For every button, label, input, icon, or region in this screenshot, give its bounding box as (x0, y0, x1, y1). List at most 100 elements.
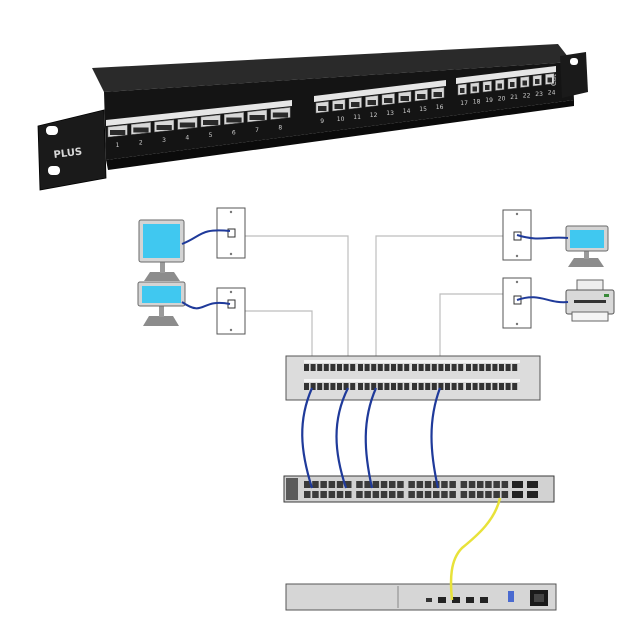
rj45-socket (318, 106, 327, 111)
switch-port (441, 481, 448, 488)
port-number: 13 (386, 110, 394, 117)
wall-jack-icon (216, 207, 246, 259)
rj45-socket (330, 364, 336, 371)
switch-port (312, 481, 319, 488)
rj45-socket (505, 364, 511, 371)
port-number: 17 (460, 100, 468, 107)
switch-port (380, 481, 388, 488)
port-number: 7 (255, 127, 259, 134)
brand-line2: PLUS (53, 147, 83, 161)
port-number: 20 (498, 96, 506, 103)
monitor-icon (138, 219, 185, 281)
rj45-socket (431, 383, 437, 390)
rj45-socket (458, 383, 464, 390)
rj45-socket (445, 383, 450, 390)
rj45-socket (400, 96, 409, 101)
rj45-socket (425, 383, 431, 390)
port-number: 9 (320, 118, 324, 125)
rj45-socket (505, 383, 511, 390)
switch-port (416, 491, 424, 498)
port-number: 21 (510, 94, 518, 101)
rj45-socket (377, 364, 383, 371)
rj45-socket (438, 383, 444, 390)
rj45-socket (499, 364, 504, 371)
patch-cable (335, 387, 349, 489)
switch-port (372, 491, 380, 498)
port-number: 10 (337, 116, 345, 123)
switch-port (345, 491, 352, 498)
rj45-socket (323, 364, 329, 371)
switch-port (501, 481, 509, 488)
port-number: 5 (209, 132, 213, 139)
rj45-socket (479, 364, 485, 371)
port-number: 8 (278, 125, 282, 132)
rj45-socket (343, 364, 349, 371)
port-label-strip (106, 100, 292, 126)
switch-port (336, 481, 344, 488)
rj45-socket (371, 364, 377, 371)
switch-port (380, 491, 388, 498)
monitor-icon (565, 225, 609, 267)
rj45-socket (472, 383, 478, 390)
rj45-socket (337, 364, 342, 371)
rj45-socket (391, 364, 396, 371)
port-number: 15 (419, 106, 427, 113)
rj45-socket (497, 83, 502, 89)
port-label-strip (456, 66, 556, 84)
port-number: 2 (139, 140, 143, 147)
wall-jack-icon (502, 277, 532, 329)
rj45-socket (431, 364, 437, 371)
rj45-socket (458, 364, 464, 371)
rj45-socket (384, 383, 390, 390)
port-number: 16 (436, 104, 444, 111)
switch-port (408, 491, 415, 498)
patch-cable (430, 387, 442, 489)
rj45-socket (272, 112, 289, 118)
port-number: 4 (185, 135, 189, 142)
port-label-strip (314, 80, 446, 102)
patch-cable (516, 296, 569, 304)
port-number: 11 (353, 114, 361, 121)
rj45-socket (418, 383, 424, 390)
rj45-socket (425, 364, 431, 371)
printer-icon (565, 279, 615, 322)
switch-port (372, 481, 380, 488)
rj45-socket (418, 364, 424, 371)
port-label-strip (466, 379, 520, 382)
rj45-socket (249, 115, 265, 120)
rj45-socket (451, 383, 457, 390)
switch-port (336, 491, 344, 498)
port-label-strip (466, 360, 520, 363)
rj45-socket (492, 383, 498, 390)
rj45-socket (358, 364, 363, 371)
switch-port (460, 491, 468, 498)
patch-panel-icon (285, 355, 541, 401)
switch-port (424, 491, 432, 498)
rj45-socket (417, 94, 426, 99)
rj45-socket (412, 383, 417, 390)
rj45-socket (535, 79, 540, 84)
rj45-socket (479, 383, 485, 390)
port-number: 23 (535, 91, 543, 98)
port-number: 12 (370, 112, 378, 119)
rack-ear-left (37, 109, 107, 191)
switch-port (304, 491, 311, 498)
rj45-socket (323, 383, 329, 390)
rj45-socket (404, 383, 410, 390)
rj45-socket (367, 100, 376, 105)
switch-port (408, 481, 415, 488)
rj45-socket (133, 127, 149, 133)
rj45-socket (547, 77, 552, 83)
rj45-socket (358, 383, 363, 390)
switch-ports (304, 481, 509, 498)
port-number: 24 (548, 90, 556, 97)
rj45-socket (485, 85, 490, 90)
rj45-socket (445, 364, 450, 371)
rj45-socket (499, 383, 504, 390)
patch-cable (181, 229, 231, 245)
switch-port (468, 481, 476, 488)
rj45-socket (371, 383, 377, 390)
switch-port (424, 481, 432, 488)
port-number: 19 (485, 97, 493, 104)
